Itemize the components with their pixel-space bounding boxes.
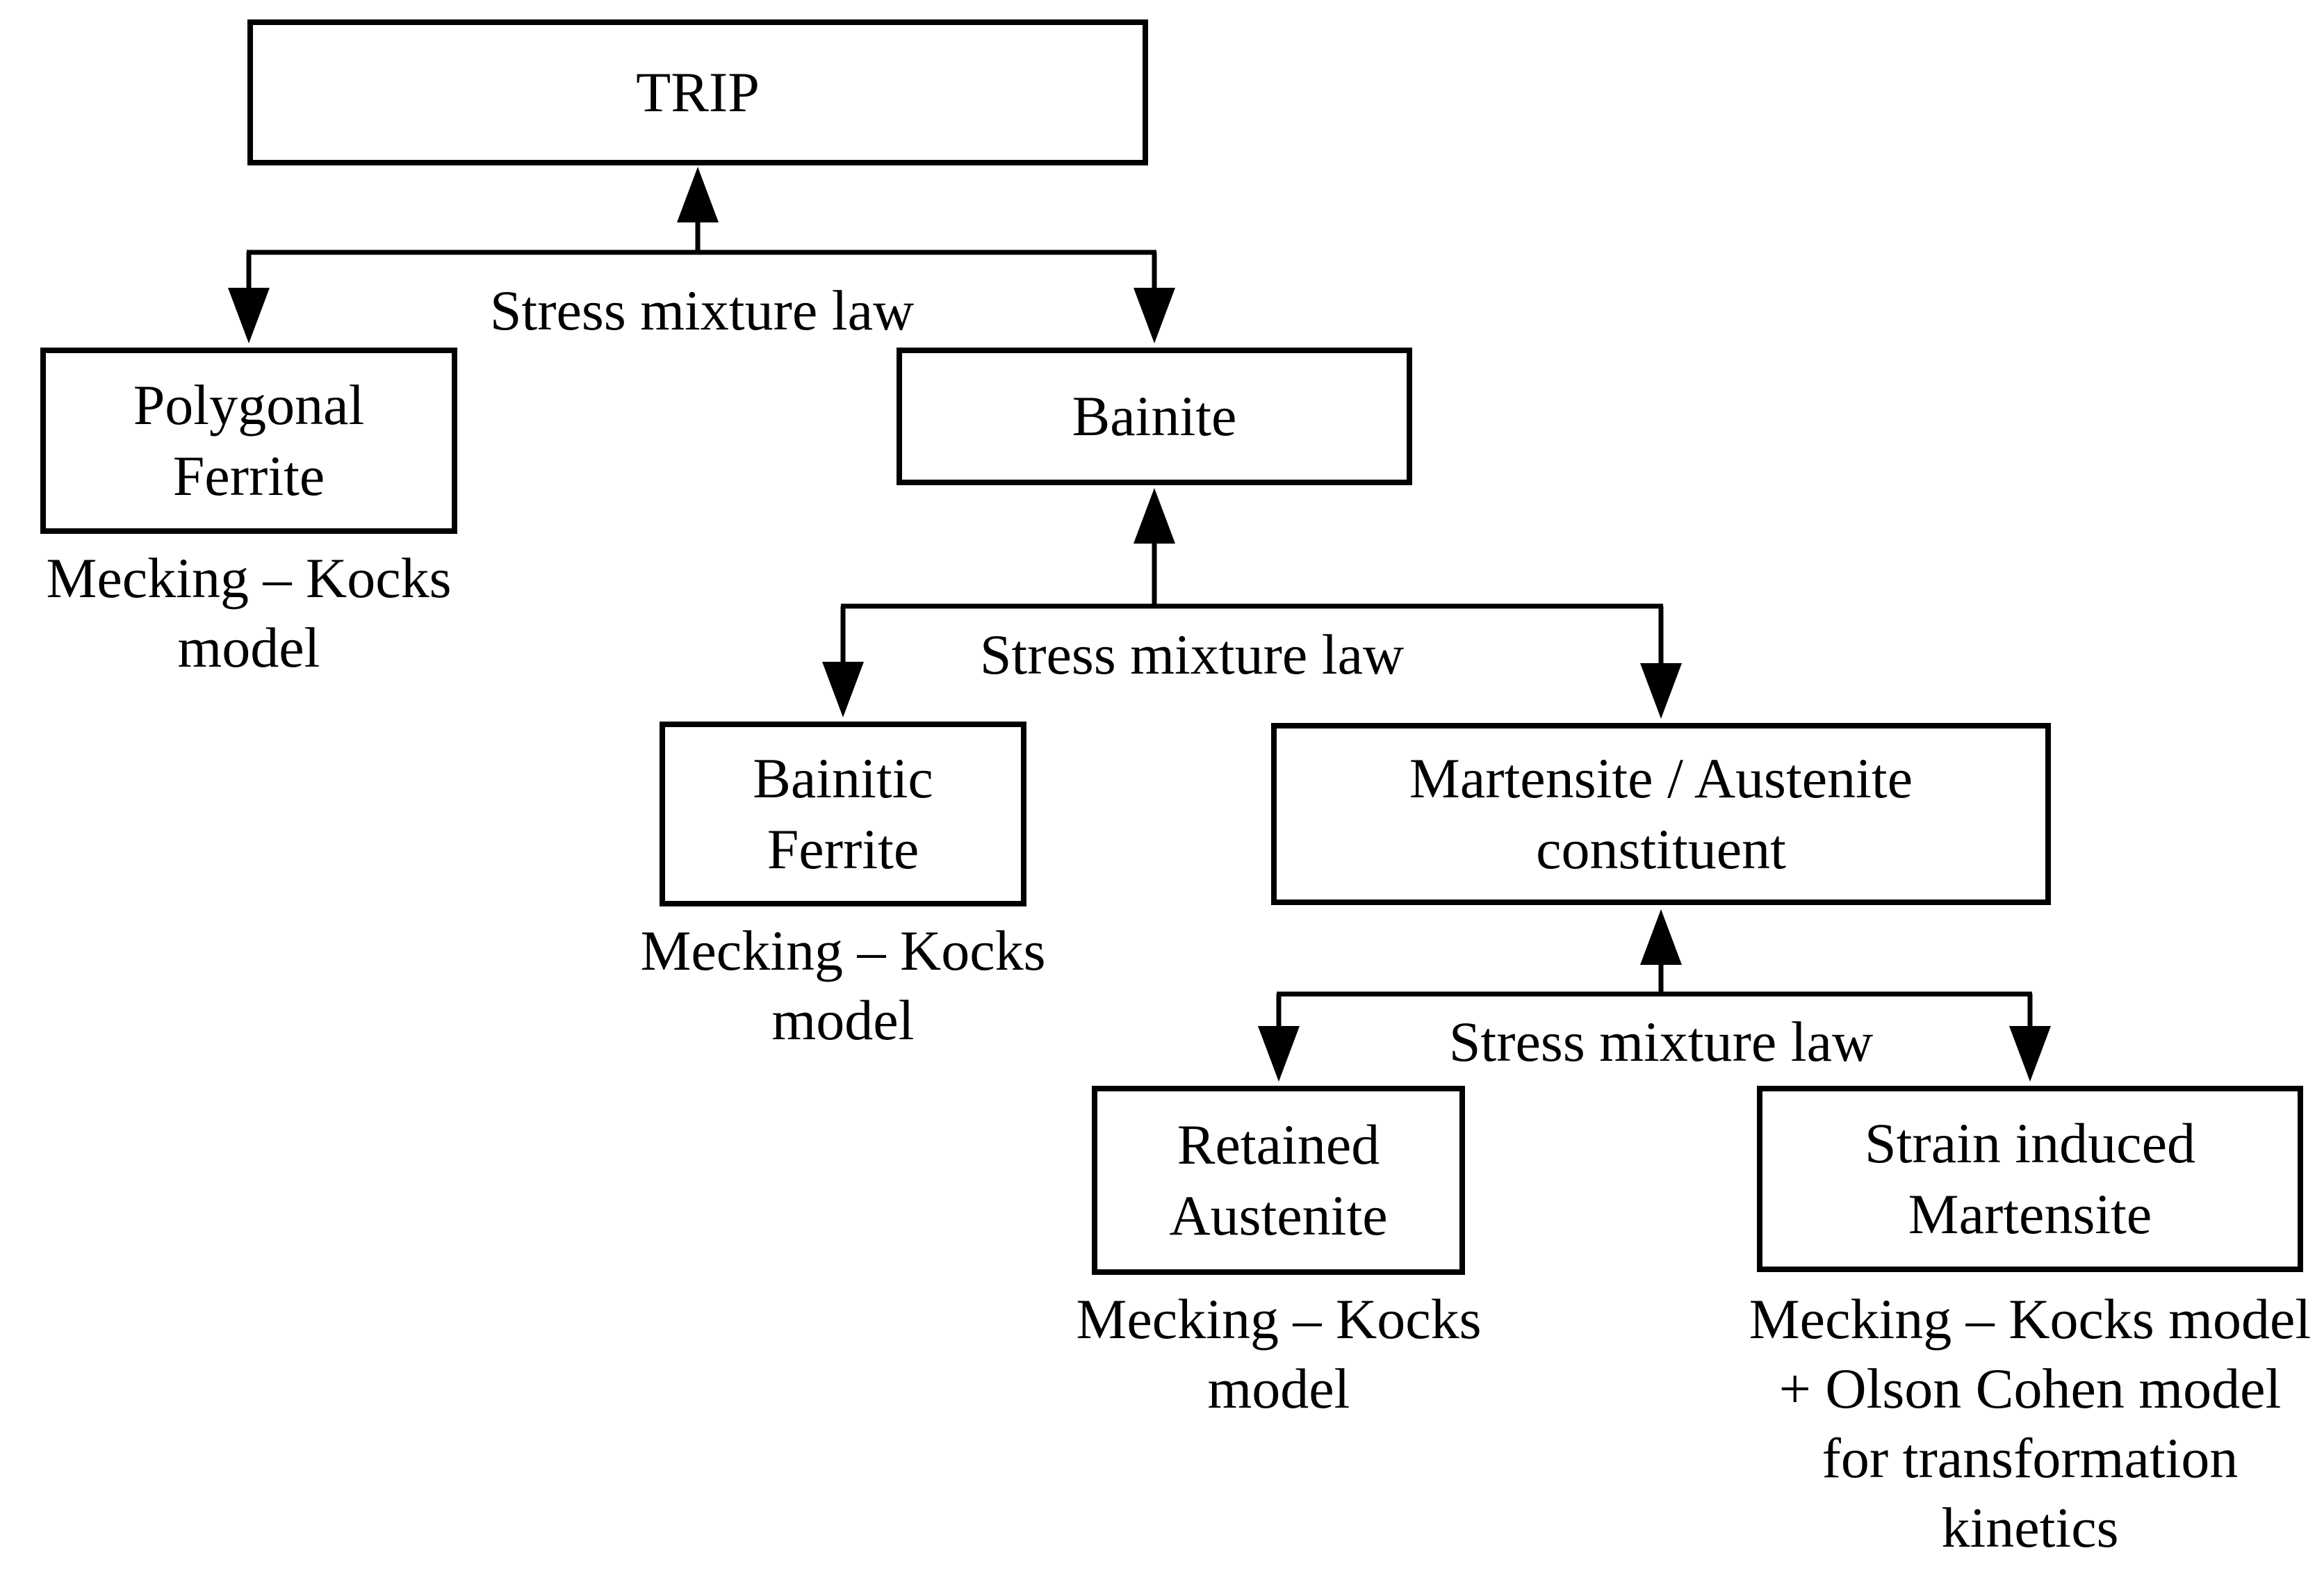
arrowhead-down-bainite [1134, 288, 1175, 343]
caption-bainitic-ferrite: Mecking – Kocks model [640, 916, 1045, 1055]
caption-retained-austenite-line2: model [1207, 1357, 1350, 1421]
node-martensite-austenite-line1: Martensite / Austenite [1409, 746, 1913, 810]
arrowhead-down-retained-austenite [1258, 1026, 1300, 1082]
edge-label-stress-mixture-law-3: Stress mixture law [1448, 1010, 1874, 1073]
caption-bainitic-ferrite-line1: Mecking – Kocks [640, 919, 1046, 982]
caption-bainitic-ferrite-line2: model [771, 988, 915, 1052]
arrowhead-down-martensite-austenite [1640, 663, 1682, 719]
edge-label-stress-mixture-law-1: Stress mixture law [489, 279, 915, 342]
caption-polygonal-ferrite-line1: Mecking – Kocks [46, 546, 452, 610]
caption-polygonal-ferrite: Mecking – Kocks model [46, 544, 451, 683]
caption-strain-induced-martensite: Mecking – Kocks model + Olson Cohen mode… [1749, 1285, 2311, 1563]
node-bainitic-ferrite-line1: Bainitic [753, 746, 933, 810]
arrowhead-down-polygonal-ferrite [228, 288, 270, 343]
caption-strain-induced-martensite-line3: for transformation [1822, 1426, 2239, 1490]
junction-2-connector [822, 488, 1682, 719]
caption-strain-induced-martensite-line4: kinetics [1941, 1496, 2119, 1560]
node-retained-austenite: Retained Austenite [1092, 1086, 1465, 1275]
node-polygonal-ferrite-line1: Polygonal [133, 373, 365, 437]
caption-strain-induced-martensite-line2: + Olson Cohen model [1778, 1357, 2282, 1421]
node-retained-austenite-line1: Retained [1177, 1112, 1380, 1176]
arrowhead-down-strain-induced-martensite [2009, 1026, 2051, 1082]
arrowhead-up-trip [677, 167, 719, 222]
arrowhead-up-martensite-austenite [1640, 909, 1682, 965]
arrowhead-up-bainite [1134, 488, 1175, 544]
node-bainitic-ferrite-line2: Ferrite [767, 817, 919, 881]
caption-polygonal-ferrite-line2: model [177, 616, 320, 680]
node-bainite-label: Bainite [1072, 384, 1237, 448]
node-strain-induced-martensite-line1: Strain induced [1865, 1111, 2195, 1175]
node-martensite-austenite-line2: constituent [1536, 817, 1786, 881]
node-martensite-austenite: Martensite / Austenite constituent [1271, 723, 2051, 905]
node-retained-austenite-line2: Austenite [1169, 1184, 1388, 1247]
edge-label-stress-mixture-law-2: Stress mixture law [979, 623, 1405, 686]
arrowhead-down-bainitic-ferrite [822, 662, 864, 717]
node-strain-induced-martensite-line2: Martensite [1908, 1182, 2152, 1246]
node-bainitic-ferrite: Bainitic Ferrite [660, 722, 1026, 906]
node-trip: TRIP [247, 19, 1148, 165]
junction-1-connector [228, 167, 1175, 343]
caption-retained-austenite-line1: Mecking – Kocks [1076, 1287, 1482, 1351]
junction-3-connector [1258, 909, 2051, 1082]
node-polygonal-ferrite: Polygonal Ferrite [40, 348, 457, 534]
node-polygonal-ferrite-line2: Ferrite [172, 444, 325, 507]
node-strain-induced-martensite: Strain induced Martensite [1757, 1086, 2303, 1272]
caption-retained-austenite: Mecking – Kocks model [1076, 1285, 1481, 1424]
caption-strain-induced-martensite-line1: Mecking – Kocks model [1749, 1287, 2311, 1351]
node-trip-label: TRIP [636, 60, 760, 124]
node-bainite: Bainite [897, 348, 1412, 485]
